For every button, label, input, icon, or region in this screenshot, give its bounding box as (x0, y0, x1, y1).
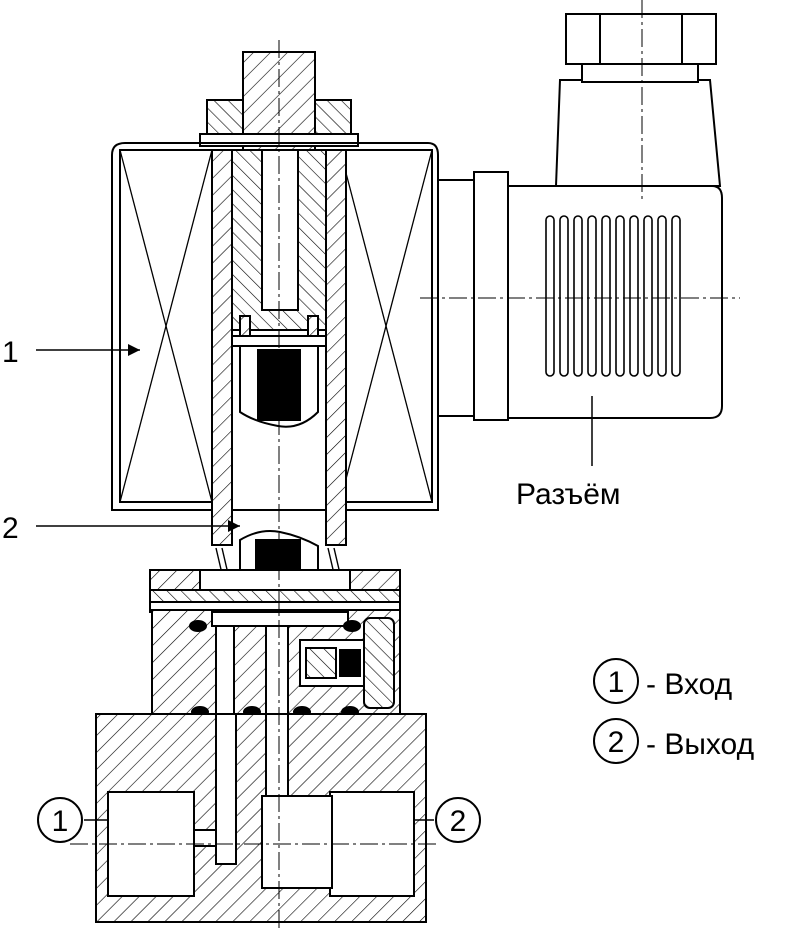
outlet-port-marker (435, 797, 481, 843)
legend-inlet-text: - Вход (646, 668, 732, 701)
connector-body (507, 185, 723, 419)
inlet-port-number: 1 (52, 805, 69, 838)
core-tube (211, 149, 347, 546)
connector-ring (473, 171, 509, 421)
coil-housing (111, 142, 439, 511)
legend: 1 - Вход 2 - Выход (608, 666, 754, 761)
legend-outlet-text: - Выход (646, 728, 754, 761)
outlet-port-number: 2 (450, 805, 467, 838)
top-nut-left (206, 99, 244, 137)
connector-label: Разъём (516, 478, 621, 511)
legend-outlet-number: 2 (608, 726, 625, 759)
connector-neck (554, 79, 722, 187)
outlet-channel (265, 713, 289, 799)
legend-inlet-number: 1 (608, 666, 625, 699)
core-bore (261, 149, 299, 311)
inlet-channel (215, 713, 237, 865)
top-nut-right (314, 99, 352, 137)
callout-1-label: 1 (2, 336, 19, 369)
legend-inlet-circle (593, 658, 639, 704)
inlet-port-marker (37, 797, 83, 843)
cable-gland-nut (565, 13, 717, 65)
connector-vents (545, 215, 681, 377)
callout-2-label: 2 (2, 512, 19, 545)
legend-outlet-circle (593, 718, 639, 764)
